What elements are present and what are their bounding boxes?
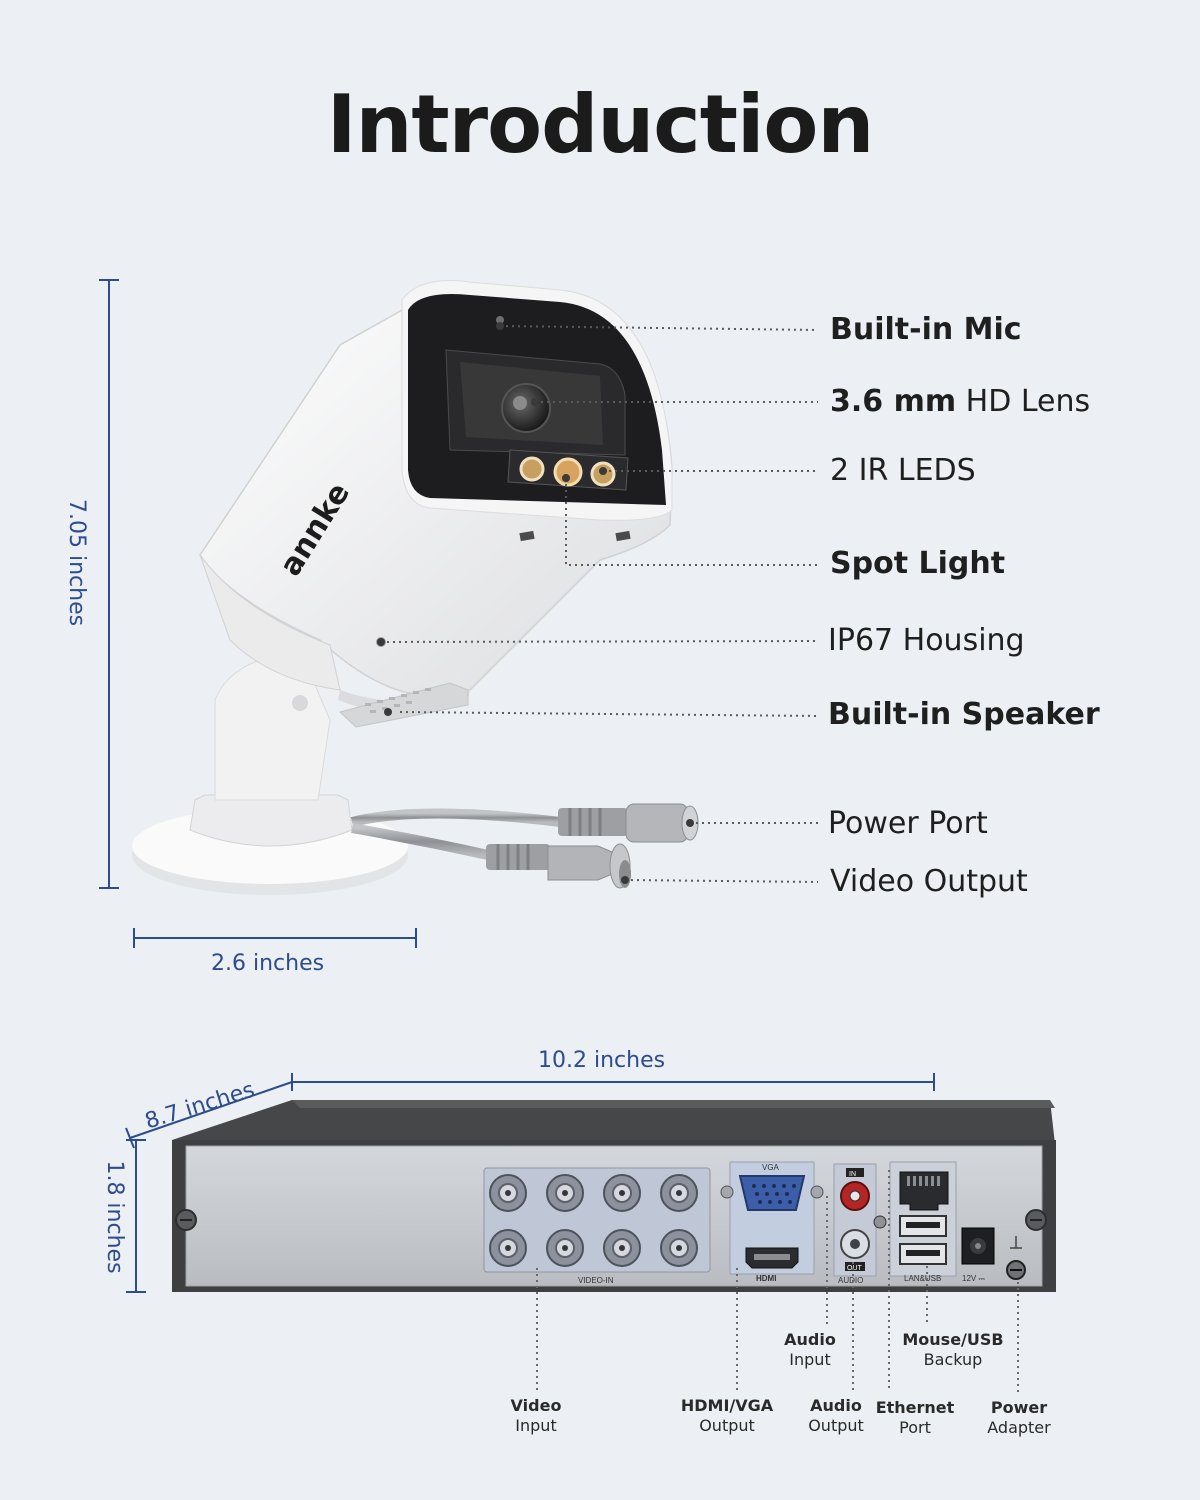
camera-front-face (401, 279, 673, 542)
dvr-depth-dimension (125, 1081, 293, 1149)
camera-height-label: 7.05 inches (64, 499, 89, 627)
video-input-ports: VIDEO-IN (483, 1167, 711, 1285)
dvr-height-label: 1.8 inches (102, 1160, 127, 1274)
camera-callout-dots (377, 322, 694, 884)
camera-width-dimension (133, 928, 417, 948)
audio-out-marking: OUT (847, 1265, 863, 1272)
camera-width-label: 2.6 inches (211, 951, 325, 976)
camera-mount-base (132, 649, 408, 895)
power-marking: 12V ⎓ (962, 1274, 985, 1283)
hdmi-marking: HDMI (756, 1274, 776, 1283)
camera-callout-leaders (380, 325, 819, 883)
dvr-width-dimension (291, 1073, 935, 1091)
audio-ports: IN OUT AUDIO (833, 1163, 887, 1285)
lan-usb-ports: LAN&USB (889, 1161, 957, 1283)
video-in-marking: VIDEO-IN (578, 1276, 614, 1285)
camera-height-dimension (99, 279, 119, 889)
dvr-width-label: 10.2 inches (538, 1048, 666, 1073)
callout-power-port: Power Port (828, 806, 988, 841)
callout-hd-lens-text: HD Lens (956, 384, 1091, 419)
callout-ip67-housing: IP67 Housing (828, 623, 1025, 658)
audio-marking: AUDIO (838, 1276, 863, 1285)
callout-hd-lens-bold: 3.6 mm (830, 384, 957, 419)
camera-cables (350, 803, 699, 889)
power-port: 12V ⎓ (961, 1227, 1026, 1283)
dvr-height-dimension (126, 1139, 146, 1293)
callout-spot-light: Spot Light (830, 546, 1006, 581)
callout-hd-lens: 3.6 mm HD Lens (830, 387, 1090, 417)
dvr-port-leaders (536, 1170, 1019, 1392)
page-title: Introduction (326, 78, 875, 171)
callout-ir-leds: 2 IR LEDS (830, 453, 976, 488)
audio-in-marking: IN (849, 1171, 856, 1178)
vga-marking: VGA (762, 1163, 780, 1172)
callout-built-in-mic: Built-in Mic (830, 312, 1022, 347)
lan-usb-marking: LAN&USB (904, 1274, 941, 1283)
vga-hdmi-ports: VGA HDMI (720, 1161, 824, 1283)
callout-video-output: Video Output (830, 864, 1028, 899)
callout-built-in-speaker: Built-in Speaker (828, 697, 1100, 732)
